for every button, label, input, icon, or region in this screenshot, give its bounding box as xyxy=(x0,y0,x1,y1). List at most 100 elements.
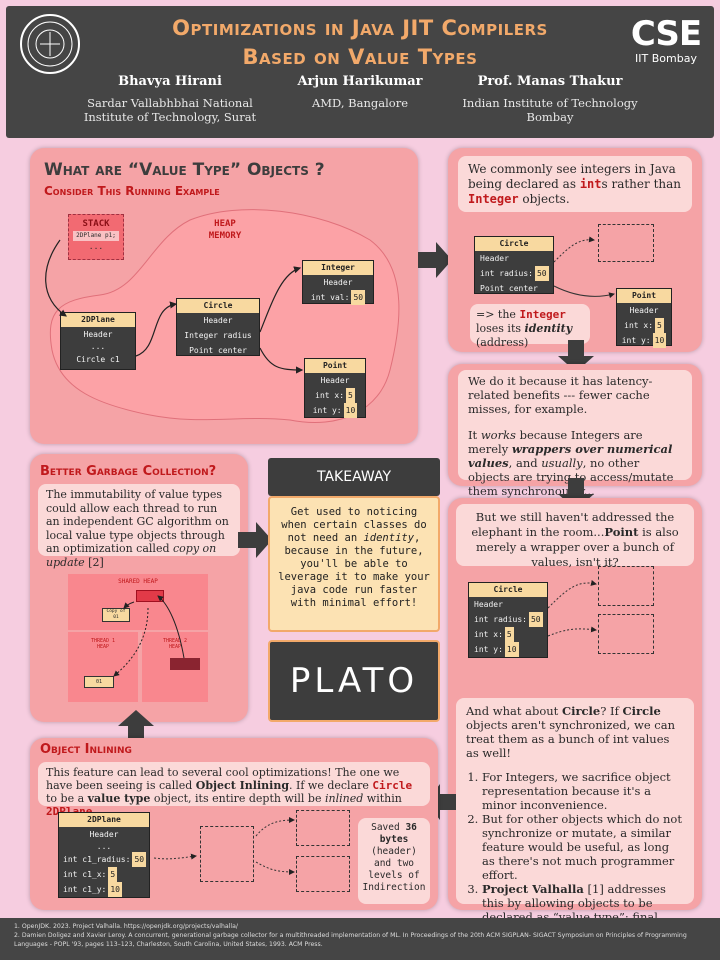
elephant-y-value: 10 xyxy=(504,642,519,657)
inlining-bold: Object Inlining xyxy=(195,779,290,792)
inlining-arrows xyxy=(153,817,295,875)
arrow-up xyxy=(118,710,154,742)
integer-val-value: 50 xyxy=(351,290,366,305)
arrow-left-takeaway xyxy=(238,522,272,558)
integers-text-mid: s rather than xyxy=(601,177,682,191)
integer-val-label: int val: xyxy=(310,293,350,302)
inlining-plane-dots: ... xyxy=(96,842,112,851)
author-3-affiliation: Indian Institute of Technology Bombay xyxy=(462,96,638,124)
elephant-arrows xyxy=(547,579,597,637)
integers-circle-box: Circle Header int radius:50 Point center xyxy=(474,236,554,294)
elephant-x-value: 5 xyxy=(504,627,514,642)
inlining-x-value: 5 xyxy=(108,867,118,882)
author-1-name: Bhavya Hirani xyxy=(118,74,222,89)
elephant-circle-title: Circle xyxy=(469,583,547,597)
inlining-dashed-box-2 xyxy=(296,810,350,846)
point-x-value: 5 xyxy=(346,388,355,403)
circle-intro: And what about Circle? If Circle objects… xyxy=(466,704,684,760)
circle-box: Circle Header Integer radius Point cente… xyxy=(176,298,260,356)
integers-circle-title: Circle xyxy=(475,237,553,251)
circle-intro-kw: Circle xyxy=(561,704,601,718)
thread2-object xyxy=(170,658,200,670)
copy-object: Copy of 01 xyxy=(102,608,130,622)
elephant-text-a: But we still haven't addressed the eleph… xyxy=(471,510,675,539)
identity-mid: loses its xyxy=(476,322,525,335)
thread1-object: 01 xyxy=(84,676,114,688)
why-p2-c: , and xyxy=(508,456,542,470)
institute-logo xyxy=(20,14,80,74)
gc-text-em: copy on update xyxy=(46,542,217,569)
elephant-y-label: int y: xyxy=(474,645,503,654)
saved-a: Saved xyxy=(371,822,406,833)
point-box: Point Header int x:5 int y:10 xyxy=(304,358,366,418)
elephant-radius-label: int radius: xyxy=(474,615,527,624)
valhalla-bold: Project Valhalla xyxy=(482,882,584,896)
integers-circle-center: Point center xyxy=(480,284,538,293)
inlining-dashed-box-1 xyxy=(200,826,254,882)
integers-point-box: Point Header int x:5 int y:10 xyxy=(616,288,672,348)
references-footer: 1. OpenJDK. 2023. Project Valhalla. http… xyxy=(0,918,720,960)
integer-box-title: Integer xyxy=(303,261,373,275)
integers-text-pre: We commonly see integers in Java being d… xyxy=(468,162,676,191)
identity-note: => the Integer loses its identity (addre… xyxy=(470,304,590,349)
author-2-name: Arjun Harikumar xyxy=(297,74,423,89)
integers-point-x-value: 5 xyxy=(655,318,664,333)
inlining-text-d: object, its entire depth will be xyxy=(150,792,325,805)
gc-arrows xyxy=(113,595,185,677)
identity-pre: => the xyxy=(476,308,520,321)
takeaway-text-a: Get used to noticing when certain classe… xyxy=(281,506,427,544)
elephant-x-label: int x: xyxy=(474,630,503,639)
elephant-dashed-box-2 xyxy=(598,614,654,654)
inlining-radius-value: 50 xyxy=(132,852,147,867)
plane-row-circle: Circle c1 xyxy=(76,355,120,364)
gc-text: The immutability of value types could al… xyxy=(38,484,240,569)
why-p2-a: It xyxy=(468,428,481,442)
why-paragraph-1: We do it because it has latency-related … xyxy=(468,374,653,416)
title-line-1: Optimizations in Java JIT Compilers xyxy=(172,16,548,40)
circle-box-title: Circle xyxy=(177,299,259,313)
inlining-text-b: . If we declare xyxy=(289,779,373,792)
elephant-circle-box: Circle Header int radius:50 int x:5 int … xyxy=(468,582,548,658)
integers-arrows xyxy=(553,236,615,299)
inlining-text-a: This feature can lead to several cool op… xyxy=(46,766,400,792)
identity-em: identity xyxy=(524,322,573,335)
plane-row-dots: ... xyxy=(90,342,106,351)
inlining-plane-y: int c1_y:10 xyxy=(59,882,149,897)
elephant-circle-radius: int radius:50 xyxy=(469,612,547,627)
why-text: We do it because it has latency-related … xyxy=(458,370,692,498)
saved-b: (header) and two levels of Indirection xyxy=(362,846,426,893)
heap-label: HEAP MEMORY xyxy=(208,219,242,241)
keyword-int: int xyxy=(579,177,602,191)
stack-box: STACK 2DPlane p1; ... xyxy=(68,214,124,260)
identity-keyword: Integer xyxy=(519,308,566,321)
integers-dashed-box xyxy=(598,224,654,262)
elephant-radius-value: 50 xyxy=(528,612,543,627)
inlining-radius-label: int c1_radius: xyxy=(63,855,131,864)
elephant-text-b: is also merely a wrapper over a bunch of… xyxy=(476,525,679,569)
reference-2: 2. Damien Doligez and Xavier Leroy. A co… xyxy=(14,932,687,948)
inlining-dashed-box-3 xyxy=(296,856,350,892)
integers-point-x: int x:5 xyxy=(617,318,671,333)
inlining-title: Object Inlining xyxy=(40,742,132,757)
takeaway-text-em: identity xyxy=(363,532,415,544)
inlining-plane-box: 2DPlane Header ... int c1_radius:50 int … xyxy=(58,812,150,898)
reference-1: 1. OpenJDK. 2023. Project Valhalla. http… xyxy=(14,923,238,930)
cse-logo-text: CSE xyxy=(630,14,702,54)
inlining-em: inlined xyxy=(325,792,364,805)
point-y-value: 10 xyxy=(343,403,358,418)
integers-point-x-label: int x: xyxy=(624,321,654,330)
integers-point-y: int y:10 xyxy=(617,333,671,348)
inlining-plane-header: Header xyxy=(89,830,119,839)
poster-title: Optimizations in Java JIT Compilers Base… xyxy=(150,14,570,72)
integers-circle-header: Header xyxy=(480,254,509,263)
point-row-header: Header xyxy=(320,376,350,385)
value-types-subtitle: Consider This Running Example xyxy=(44,184,220,198)
elephant-circle-header: Header xyxy=(474,600,503,609)
integers-text: We commonly see integers in Java being d… xyxy=(458,156,692,212)
point-box-title: Point xyxy=(305,359,365,373)
point-row-x: int x:5 xyxy=(305,388,365,403)
elephant-circle-x: int x:5 xyxy=(469,627,547,642)
title-line-2: Based on Value Types xyxy=(242,45,478,69)
saved-bold: 36 bytes xyxy=(379,822,417,845)
integers-point-y-label: int y: xyxy=(621,336,651,345)
